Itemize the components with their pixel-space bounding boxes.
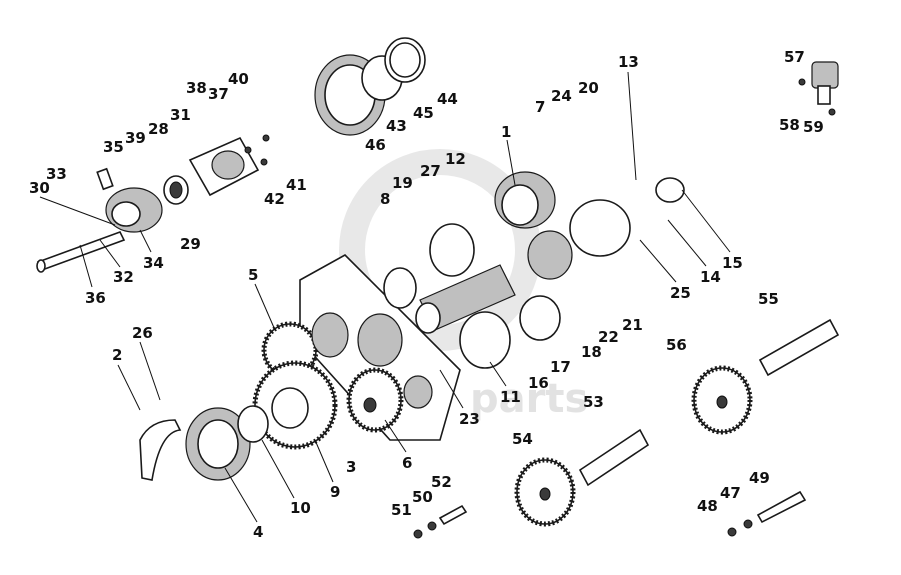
label-25: 25 xyxy=(670,284,691,302)
main-housing-plate xyxy=(299,254,461,441)
lower-gear-set xyxy=(514,318,840,527)
input-shaft-assembly xyxy=(36,167,189,273)
label-12: 12 xyxy=(445,150,466,168)
valve-assembly xyxy=(798,61,839,116)
label-42: 42 xyxy=(264,190,285,208)
cover-plate-assembly xyxy=(188,134,270,197)
label-46: 46 xyxy=(365,136,386,154)
label-17: 17 xyxy=(550,358,571,376)
label-18: 18 xyxy=(581,343,602,361)
label-22: 22 xyxy=(598,328,619,346)
watermark-text: parts xyxy=(470,376,588,422)
label-19: 19 xyxy=(392,174,413,192)
label-58: 58 xyxy=(779,116,800,134)
label-51: 51 xyxy=(391,501,412,519)
label-13: 13 xyxy=(618,53,639,71)
label-6: 6 xyxy=(402,454,412,472)
label-53: 53 xyxy=(583,393,604,411)
label-57: 57 xyxy=(784,48,805,66)
leader-lines xyxy=(39,71,731,523)
label-3: 3 xyxy=(346,458,356,476)
label-56: 56 xyxy=(666,336,687,354)
label-47: 47 xyxy=(720,484,741,502)
label-50: 50 xyxy=(412,488,433,506)
label-21: 21 xyxy=(622,316,643,334)
label-33: 33 xyxy=(46,165,67,183)
label-43: 43 xyxy=(386,117,407,135)
label-15: 15 xyxy=(722,254,743,272)
label-45: 45 xyxy=(413,104,434,122)
label-9: 9 xyxy=(330,483,340,501)
label-26: 26 xyxy=(132,324,153,342)
label-4: 4 xyxy=(253,523,263,541)
label-16: 16 xyxy=(528,374,549,392)
label-54: 54 xyxy=(512,430,533,448)
label-7: 7 xyxy=(535,98,545,116)
label-32: 32 xyxy=(113,268,134,286)
label-36: 36 xyxy=(85,289,106,307)
label-59: 59 xyxy=(803,118,824,136)
label-8: 8 xyxy=(380,190,390,208)
bolt-set xyxy=(413,490,807,539)
label-31: 31 xyxy=(170,106,191,124)
label-37: 37 xyxy=(208,85,229,103)
label-35: 35 xyxy=(103,138,124,156)
label-10: 10 xyxy=(290,499,311,517)
central-shaft-assembly xyxy=(383,223,561,369)
label-30: 30 xyxy=(29,179,50,197)
label-55: 55 xyxy=(758,290,779,308)
label-48: 48 xyxy=(697,497,718,515)
label-38: 38 xyxy=(186,79,207,97)
label-52: 52 xyxy=(431,473,452,491)
label-49: 49 xyxy=(749,469,770,487)
label-28: 28 xyxy=(148,120,169,138)
label-44: 44 xyxy=(437,90,458,108)
label-2: 2 xyxy=(112,346,122,364)
label-5: 5 xyxy=(248,266,258,284)
label-23: 23 xyxy=(459,410,480,428)
part-labels: 1 2 4 5 6 7 8 9 10 11 12 13 14 15 16 17 … xyxy=(29,48,824,541)
label-20: 20 xyxy=(578,79,599,97)
clutch-assembly xyxy=(139,405,269,481)
bearing-housing xyxy=(314,37,426,136)
label-34: 34 xyxy=(143,254,164,272)
label-1: 1 xyxy=(501,123,511,141)
label-27: 27 xyxy=(420,162,441,180)
gear-cluster-left xyxy=(252,312,404,450)
label-29: 29 xyxy=(180,235,201,253)
label-39: 39 xyxy=(125,129,146,147)
label-41: 41 xyxy=(286,176,307,194)
label-14: 14 xyxy=(700,268,721,286)
label-40: 40 xyxy=(228,70,249,88)
output-housing-assembly xyxy=(494,171,685,280)
label-11: 11 xyxy=(500,388,521,406)
label-24: 24 xyxy=(551,87,572,105)
